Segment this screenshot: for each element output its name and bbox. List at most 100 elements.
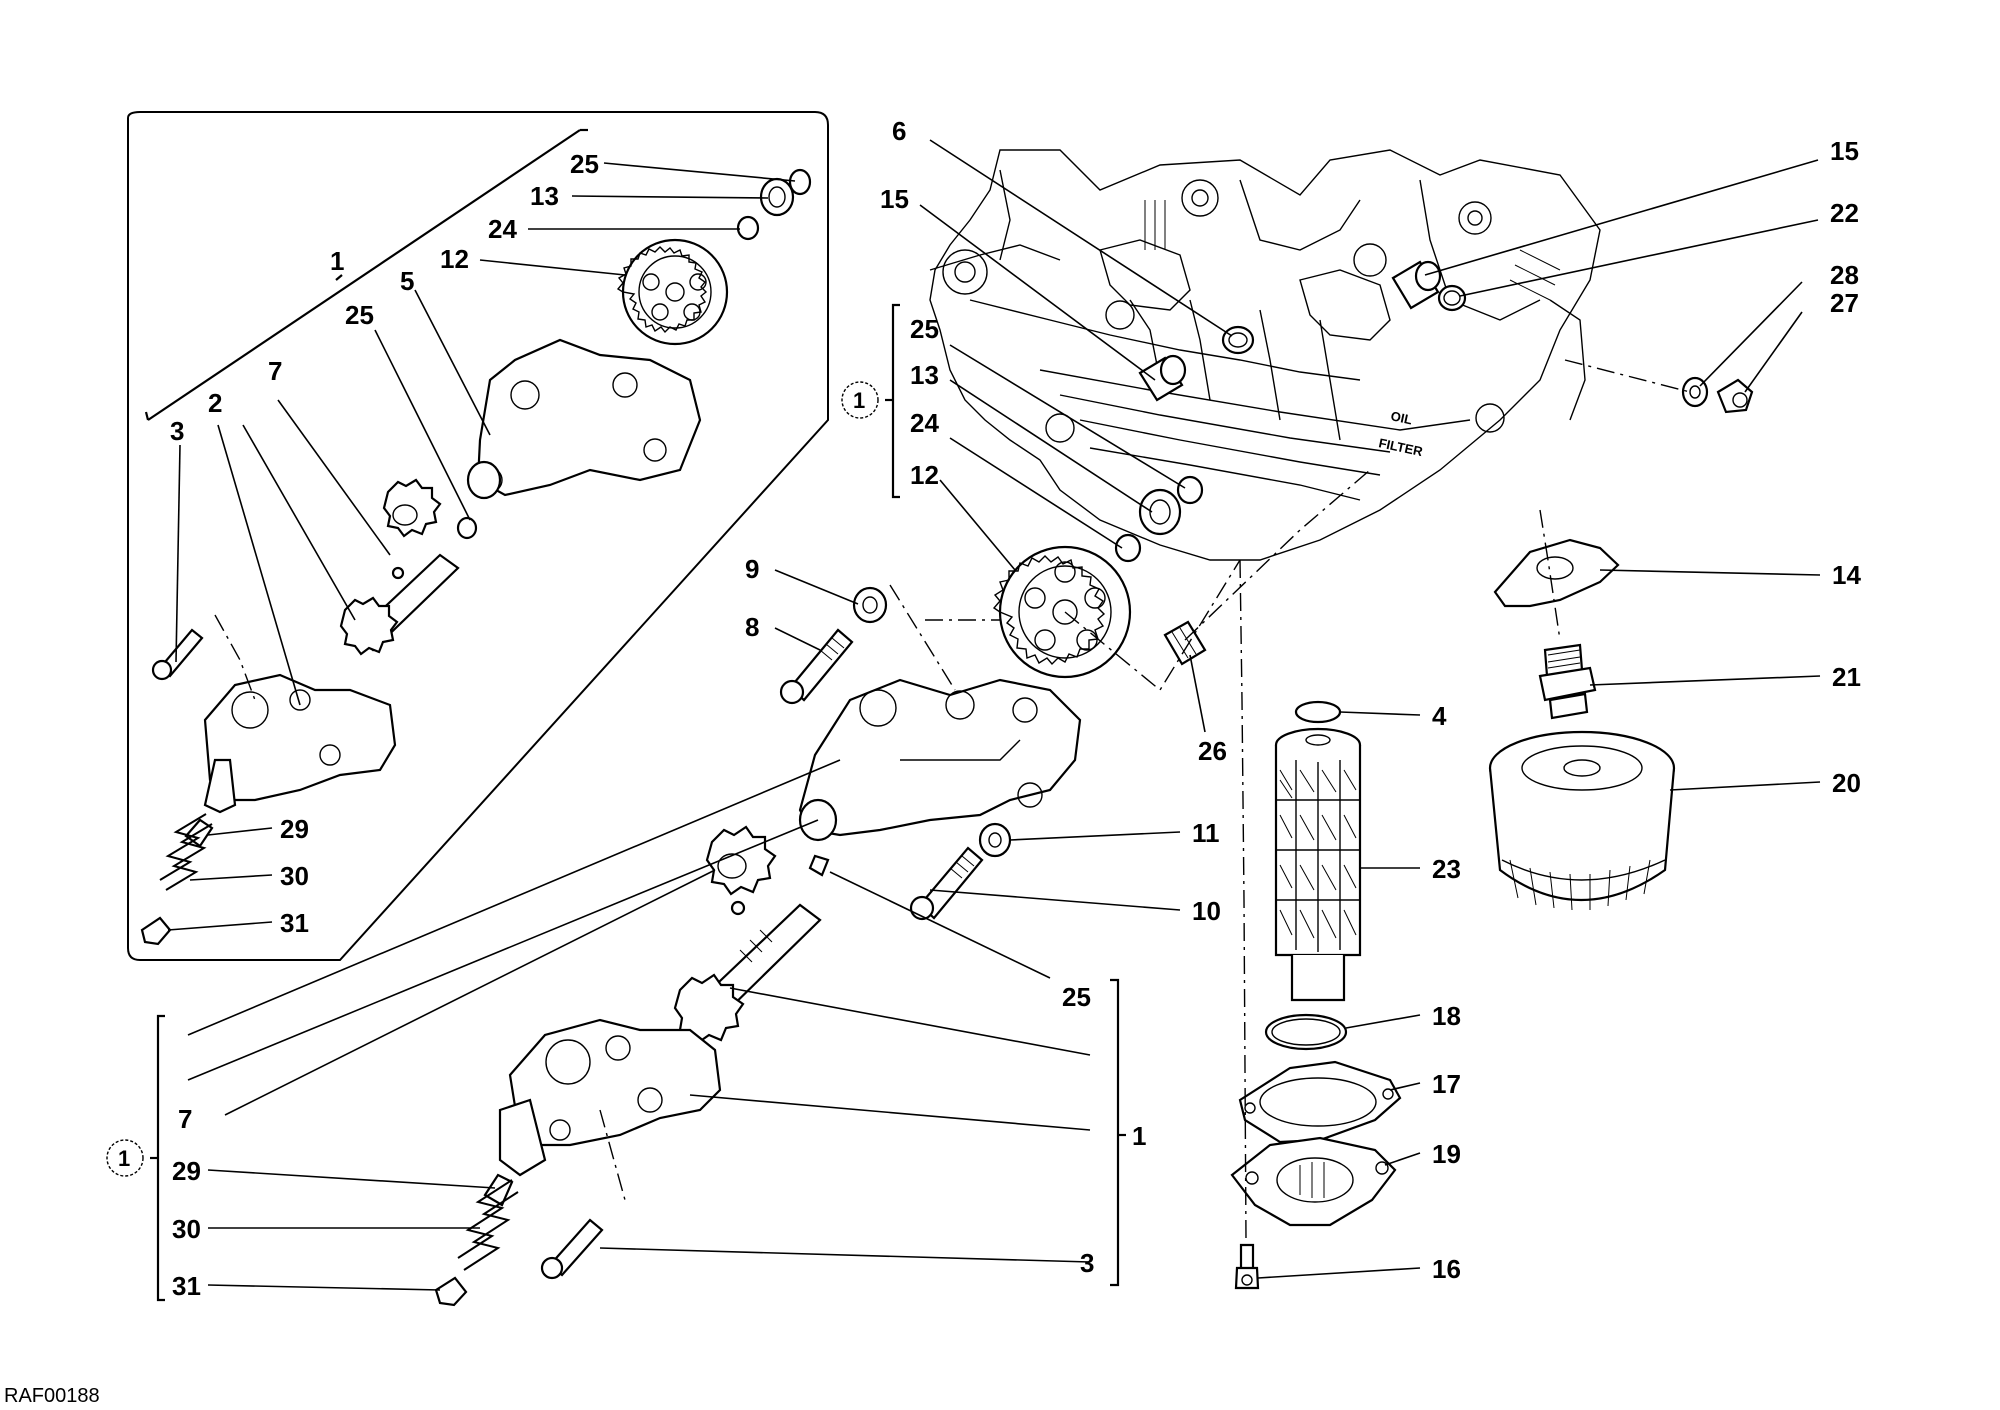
inset-callout-31: 31 (280, 908, 309, 938)
inset-callout-13: 13 (530, 181, 559, 211)
inset-washer-24 (736, 215, 760, 241)
main-screw-3 (540, 1218, 604, 1280)
main-circlip-25 (1176, 475, 1204, 505)
inset-circlip-25 (788, 168, 812, 196)
bracket-left-bottom (150, 1014, 165, 1302)
inset-callout-7: 7 (268, 356, 282, 386)
oil-filter-20 (1488, 730, 1676, 911)
inset-plug-31 (140, 916, 172, 946)
inset-callout-24: 24 (488, 214, 517, 244)
inset-spring-30 (159, 813, 213, 891)
main-leaders (207, 139, 1821, 1291)
screw-16 (1234, 1243, 1260, 1290)
main-spring-30 (457, 1179, 519, 1271)
callout-15-left: 15 (880, 184, 909, 214)
callout-28: 28 (1830, 260, 1859, 290)
strainer-23 (1274, 727, 1362, 1002)
callout-29: 29 (172, 1156, 201, 1186)
oring-4 (1294, 700, 1342, 724)
inset-callout-12: 12 (440, 244, 469, 274)
inset-callout-2: 2 (208, 388, 222, 418)
inset-callout-30: 30 (280, 861, 309, 891)
inset-callout-25-mid: 25 (345, 300, 374, 330)
washer-9 (852, 586, 888, 624)
main-drive-gear-7 (705, 825, 777, 896)
inset-screw-3 (151, 628, 204, 681)
inset-drive-gear-7 (382, 478, 442, 538)
callout-20: 20 (1832, 768, 1861, 798)
svg-text:1: 1 (118, 1146, 130, 1171)
nipple-21 (1538, 643, 1597, 720)
engine-crankcase: OIL FILTER (929, 149, 1601, 561)
dowel-26 (1163, 620, 1207, 666)
inset-shaft-2 (339, 516, 478, 656)
callout-4: 4 (1432, 701, 1447, 731)
engine-seal-22 (1437, 284, 1467, 312)
callout-10: 10 (1192, 896, 1221, 926)
main-shaft (673, 903, 822, 1044)
gasket-17 (1238, 1060, 1402, 1144)
inset-callouts: 1 25 13 24 12 25 5 7 3 2 29 30 31 (170, 149, 599, 938)
bracket-left-top (885, 303, 900, 499)
callout-14: 14 (1832, 560, 1861, 590)
inset-callout-25-top: 25 (570, 149, 599, 179)
callout-22: 22 (1830, 198, 1859, 228)
oring-18 (1264, 1013, 1348, 1051)
callout-17: 17 (1432, 1069, 1461, 1099)
callout-6: 6 (892, 116, 906, 146)
main-washer-24 (1114, 533, 1142, 563)
engine-filter-label: FILTER (1377, 435, 1424, 459)
inset-gear-12 (616, 238, 729, 346)
callout-21: 21 (1832, 662, 1861, 692)
inset-callout-1: 1 (330, 246, 344, 276)
inset-leaders (167, 162, 796, 931)
inset-pump-body-5 (466, 338, 702, 500)
callout-1: 1 (1132, 1121, 1146, 1151)
cover-19 (1230, 1136, 1397, 1227)
callout-25-bottom: 25 (1062, 982, 1091, 1012)
drawing-code: RAF00188 (4, 1385, 100, 1407)
callout-7: 7 (178, 1104, 192, 1134)
callout-12: 12 (910, 460, 939, 490)
callout-27: 27 (1830, 288, 1859, 318)
inset-panel: 1 25 13 24 12 25 5 7 3 2 29 30 31 (127, 111, 829, 961)
main-gear-12 (992, 545, 1132, 679)
group-marker-bottom: 1 (106, 1139, 144, 1177)
callout-15-right: 15 (1830, 136, 1859, 166)
callout-8: 8 (745, 612, 759, 642)
callout-13: 13 (910, 360, 939, 390)
inset-group-bracket (144, 128, 588, 421)
callout-24: 24 (910, 408, 939, 438)
main-circlip-25b (808, 854, 830, 877)
callout-26: 26 (1198, 736, 1227, 766)
callout-18: 18 (1432, 1001, 1461, 1031)
engine-oil-label: OIL (1389, 408, 1413, 427)
inset-pump-housing (203, 673, 397, 814)
plug-27 (1716, 378, 1754, 414)
engine-seal-6 (1221, 325, 1255, 355)
callout-25-top: 25 (910, 314, 939, 344)
callout-19: 19 (1432, 1139, 1461, 1169)
callout-30: 30 (172, 1214, 201, 1244)
main-pump-body (798, 678, 1082, 842)
callout-3: 3 (1080, 1248, 1094, 1278)
inset-valve-29 (184, 818, 214, 848)
inset-callout-5: 5 (400, 266, 414, 296)
callout-31: 31 (172, 1271, 201, 1301)
callout-23: 23 (1432, 854, 1461, 884)
callout-11: 11 (1192, 818, 1220, 848)
main-pump-housing (498, 1018, 722, 1177)
inset-callout-3: 3 (170, 416, 184, 446)
washer-11 (978, 822, 1012, 858)
callout-16: 16 (1432, 1254, 1461, 1284)
group-marker-top: 1 (841, 381, 879, 419)
inset-bearing-13 (759, 177, 795, 217)
screw-10 (909, 846, 984, 921)
main-callouts: 6 15 15 22 28 27 14 21 20 25 13 24 12 9 … (172, 116, 1861, 1301)
engine-dowel-15-left (1138, 354, 1187, 402)
screw-8 (779, 628, 854, 705)
main-valve-29 (483, 1173, 514, 1207)
engine-dowel-15-right (1391, 260, 1442, 310)
inset-callout-29: 29 (280, 814, 309, 844)
